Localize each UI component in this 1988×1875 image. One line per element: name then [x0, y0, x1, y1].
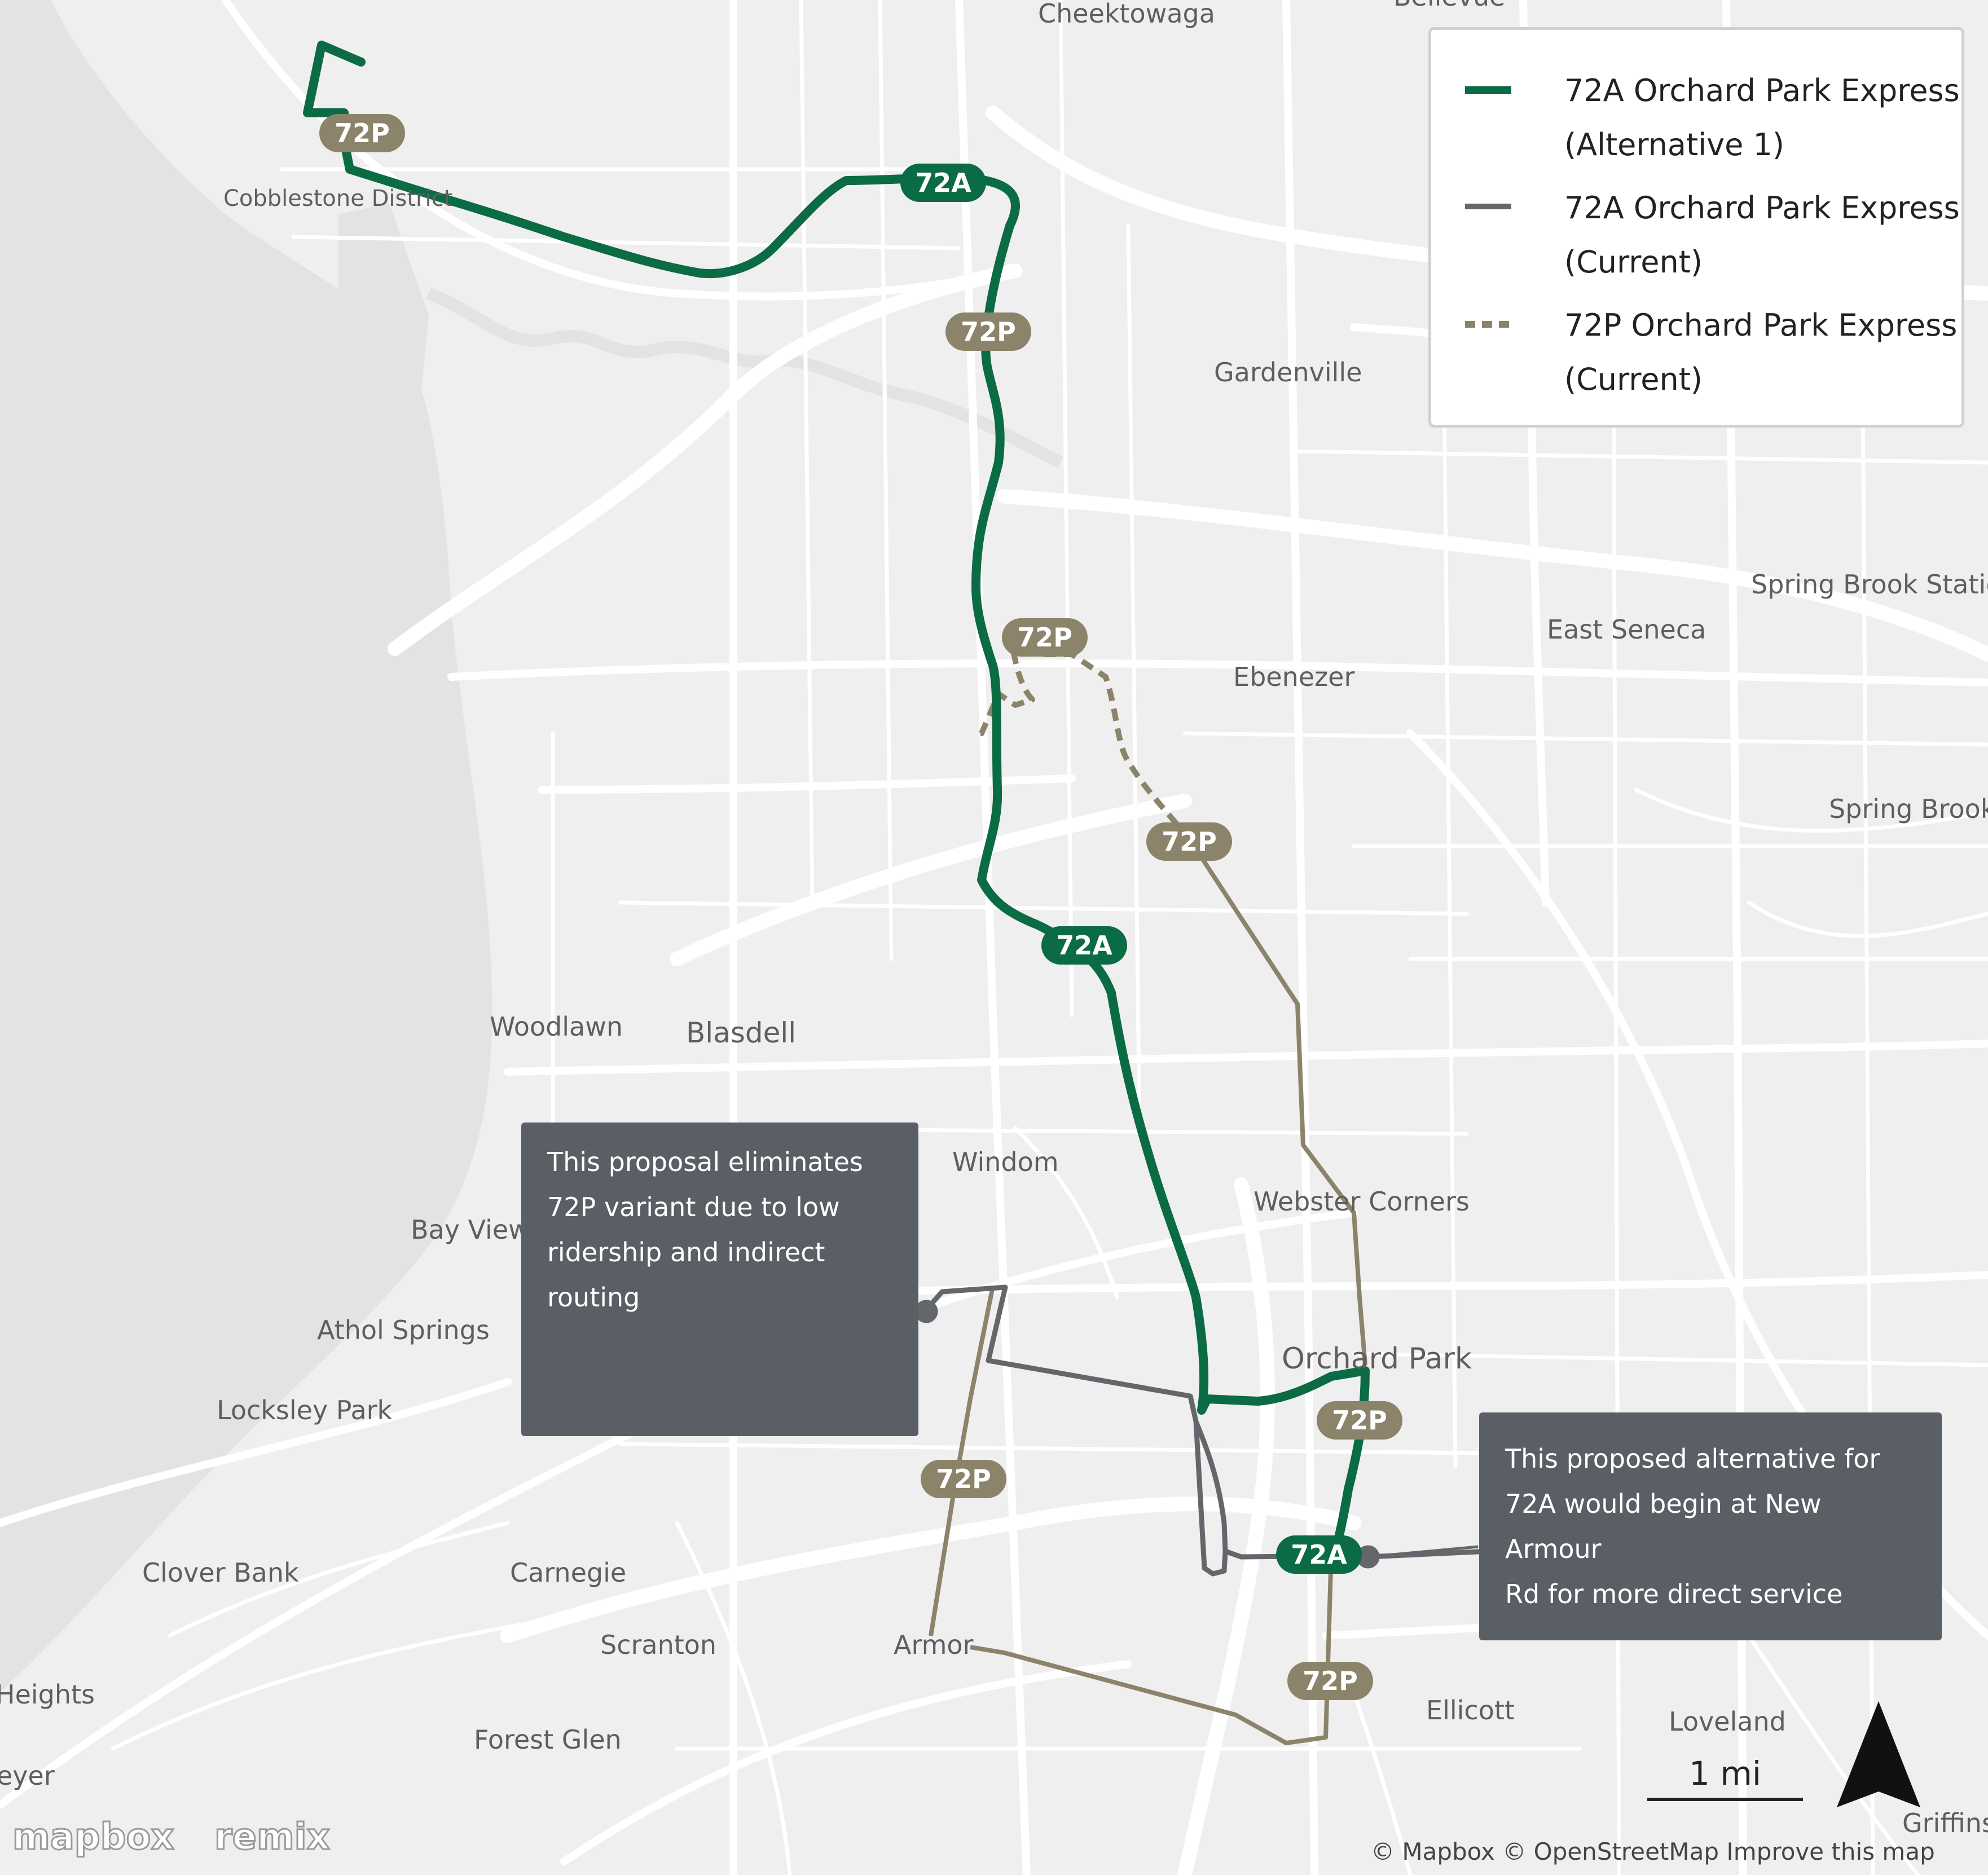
callout-text: This proposed alternative for 72A would …: [1505, 1443, 1880, 1609]
legend-swatch-green: [1465, 86, 1511, 94]
svg-text:72A: 72A: [1291, 1539, 1347, 1570]
legend-swatch-dashed: [1465, 321, 1511, 328]
place-label-orchard-park: Orchard Park: [1282, 1342, 1472, 1376]
route-badge[interactable]: 72P: [1002, 618, 1088, 657]
route-badge[interactable]: 72P: [921, 1460, 1006, 1498]
svg-text:72P: 72P: [1332, 1405, 1387, 1436]
scale-label: 1 mi: [1689, 1754, 1761, 1793]
place-label-webster-corners: Webster Corners: [1254, 1186, 1470, 1217]
place-label-ebenezer: Ebenezer: [1233, 662, 1354, 692]
place-label-carnegie: Carnegie: [510, 1557, 626, 1588]
place-label-gardenville: Gardenville: [1214, 357, 1362, 388]
place-label-spring-brook: Spring Brook: [1829, 794, 1988, 824]
route-badge[interactable]: 72A: [1276, 1535, 1362, 1574]
svg-text:72A: 72A: [1056, 930, 1112, 961]
mapbox-logo[interactable]: mapbox: [12, 1816, 175, 1859]
route-badge[interactable]: 72P: [945, 312, 1031, 351]
svg-text:72A: 72A: [915, 168, 971, 198]
place-label-windom: Windom: [952, 1147, 1059, 1177]
place-label-forest-glen: Forest Glen: [474, 1724, 622, 1755]
place-label-blasdell: Blasdell: [686, 1016, 796, 1049]
route-badge[interactable]: 72A: [900, 164, 986, 202]
route-badges: 72P 72A 72P 72P 72P 72A 72P 72P: [319, 114, 1402, 1700]
place-label-eyer: eyer: [0, 1760, 55, 1791]
route-badge[interactable]: 72P: [1317, 1401, 1402, 1440]
remix-logo[interactable]: remix: [214, 1816, 331, 1859]
route-72a-alternative: [303, 41, 1370, 1561]
place-label-ellicott: Ellicott: [1426, 1695, 1515, 1726]
place-label-armor: Armor: [894, 1630, 974, 1660]
route-badge[interactable]: 72P: [319, 114, 405, 152]
svg-text:72P: 72P: [1303, 1666, 1358, 1696]
callout-72a-alternative: This proposed alternative for 72A would …: [1479, 1412, 1942, 1640]
route-72a-current: [922, 1284, 1492, 1577]
route-badge[interactable]: 72A: [1041, 926, 1127, 965]
place-label-bellevue: Bellevue: [1393, 0, 1505, 12]
legend-label: 72A Orchard Park Express (Current): [1564, 190, 1960, 280]
place-label-scranton: Scranton: [600, 1630, 716, 1660]
north-arrow-icon: [1837, 1701, 1920, 1807]
legend: 72A Orchard Park Express (Alternative 1)…: [1428, 27, 1964, 428]
legend-label: 72P Orchard Park Express (Current): [1564, 307, 1958, 397]
svg-text:72P: 72P: [335, 118, 390, 148]
place-label-bay-view: Bay View: [411, 1214, 530, 1245]
place-label-cobblestone: Cobblestone District: [223, 186, 452, 212]
harbor-water: [338, 203, 429, 564]
legend-swatch-gray: [1465, 204, 1511, 209]
svg-text:72P: 72P: [1162, 826, 1217, 857]
route-72p-dashed: [976, 631, 1193, 843]
callout-72p-elimination: This proposal eliminates 72P variant due…: [521, 1123, 918, 1436]
map-attribution[interactable]: © Mapbox © OpenStreetMap Improve this ma…: [1371, 1838, 1935, 1865]
route-badge[interactable]: 72P: [1146, 822, 1232, 861]
callout-text: This proposal eliminates 72P variant due…: [547, 1147, 863, 1313]
place-label-spring-brook-station: Spring Brook Station: [1751, 569, 1988, 600]
place-label-cheektowaga: Cheektowaga: [1038, 0, 1215, 29]
place-label-loveland: Loveland: [1669, 1706, 1786, 1737]
place-label-athol-springs: Athol Springs: [317, 1315, 490, 1345]
svg-text:72P: 72P: [1017, 622, 1072, 653]
river: [426, 287, 1063, 468]
route-badge[interactable]: 72P: [1287, 1662, 1373, 1700]
place-label-heights: Heights: [0, 1679, 95, 1710]
place-label-clover-bank: Clover Bank: [142, 1557, 299, 1588]
place-label-east-seneca: East Seneca: [1547, 614, 1706, 645]
route-72p-solid: [929, 839, 1367, 1745]
place-label-woodlawn: Woodlawn: [490, 1011, 623, 1042]
legend-label: 72A Orchard Park Express (Alternative 1): [1564, 73, 1960, 162]
place-label-griffins: Griffins: [1902, 1808, 1988, 1838]
svg-text:72P: 72P: [936, 1464, 991, 1494]
svg-text:72P: 72P: [961, 316, 1016, 347]
place-label-locksley-park: Locksley Park: [217, 1395, 393, 1425]
